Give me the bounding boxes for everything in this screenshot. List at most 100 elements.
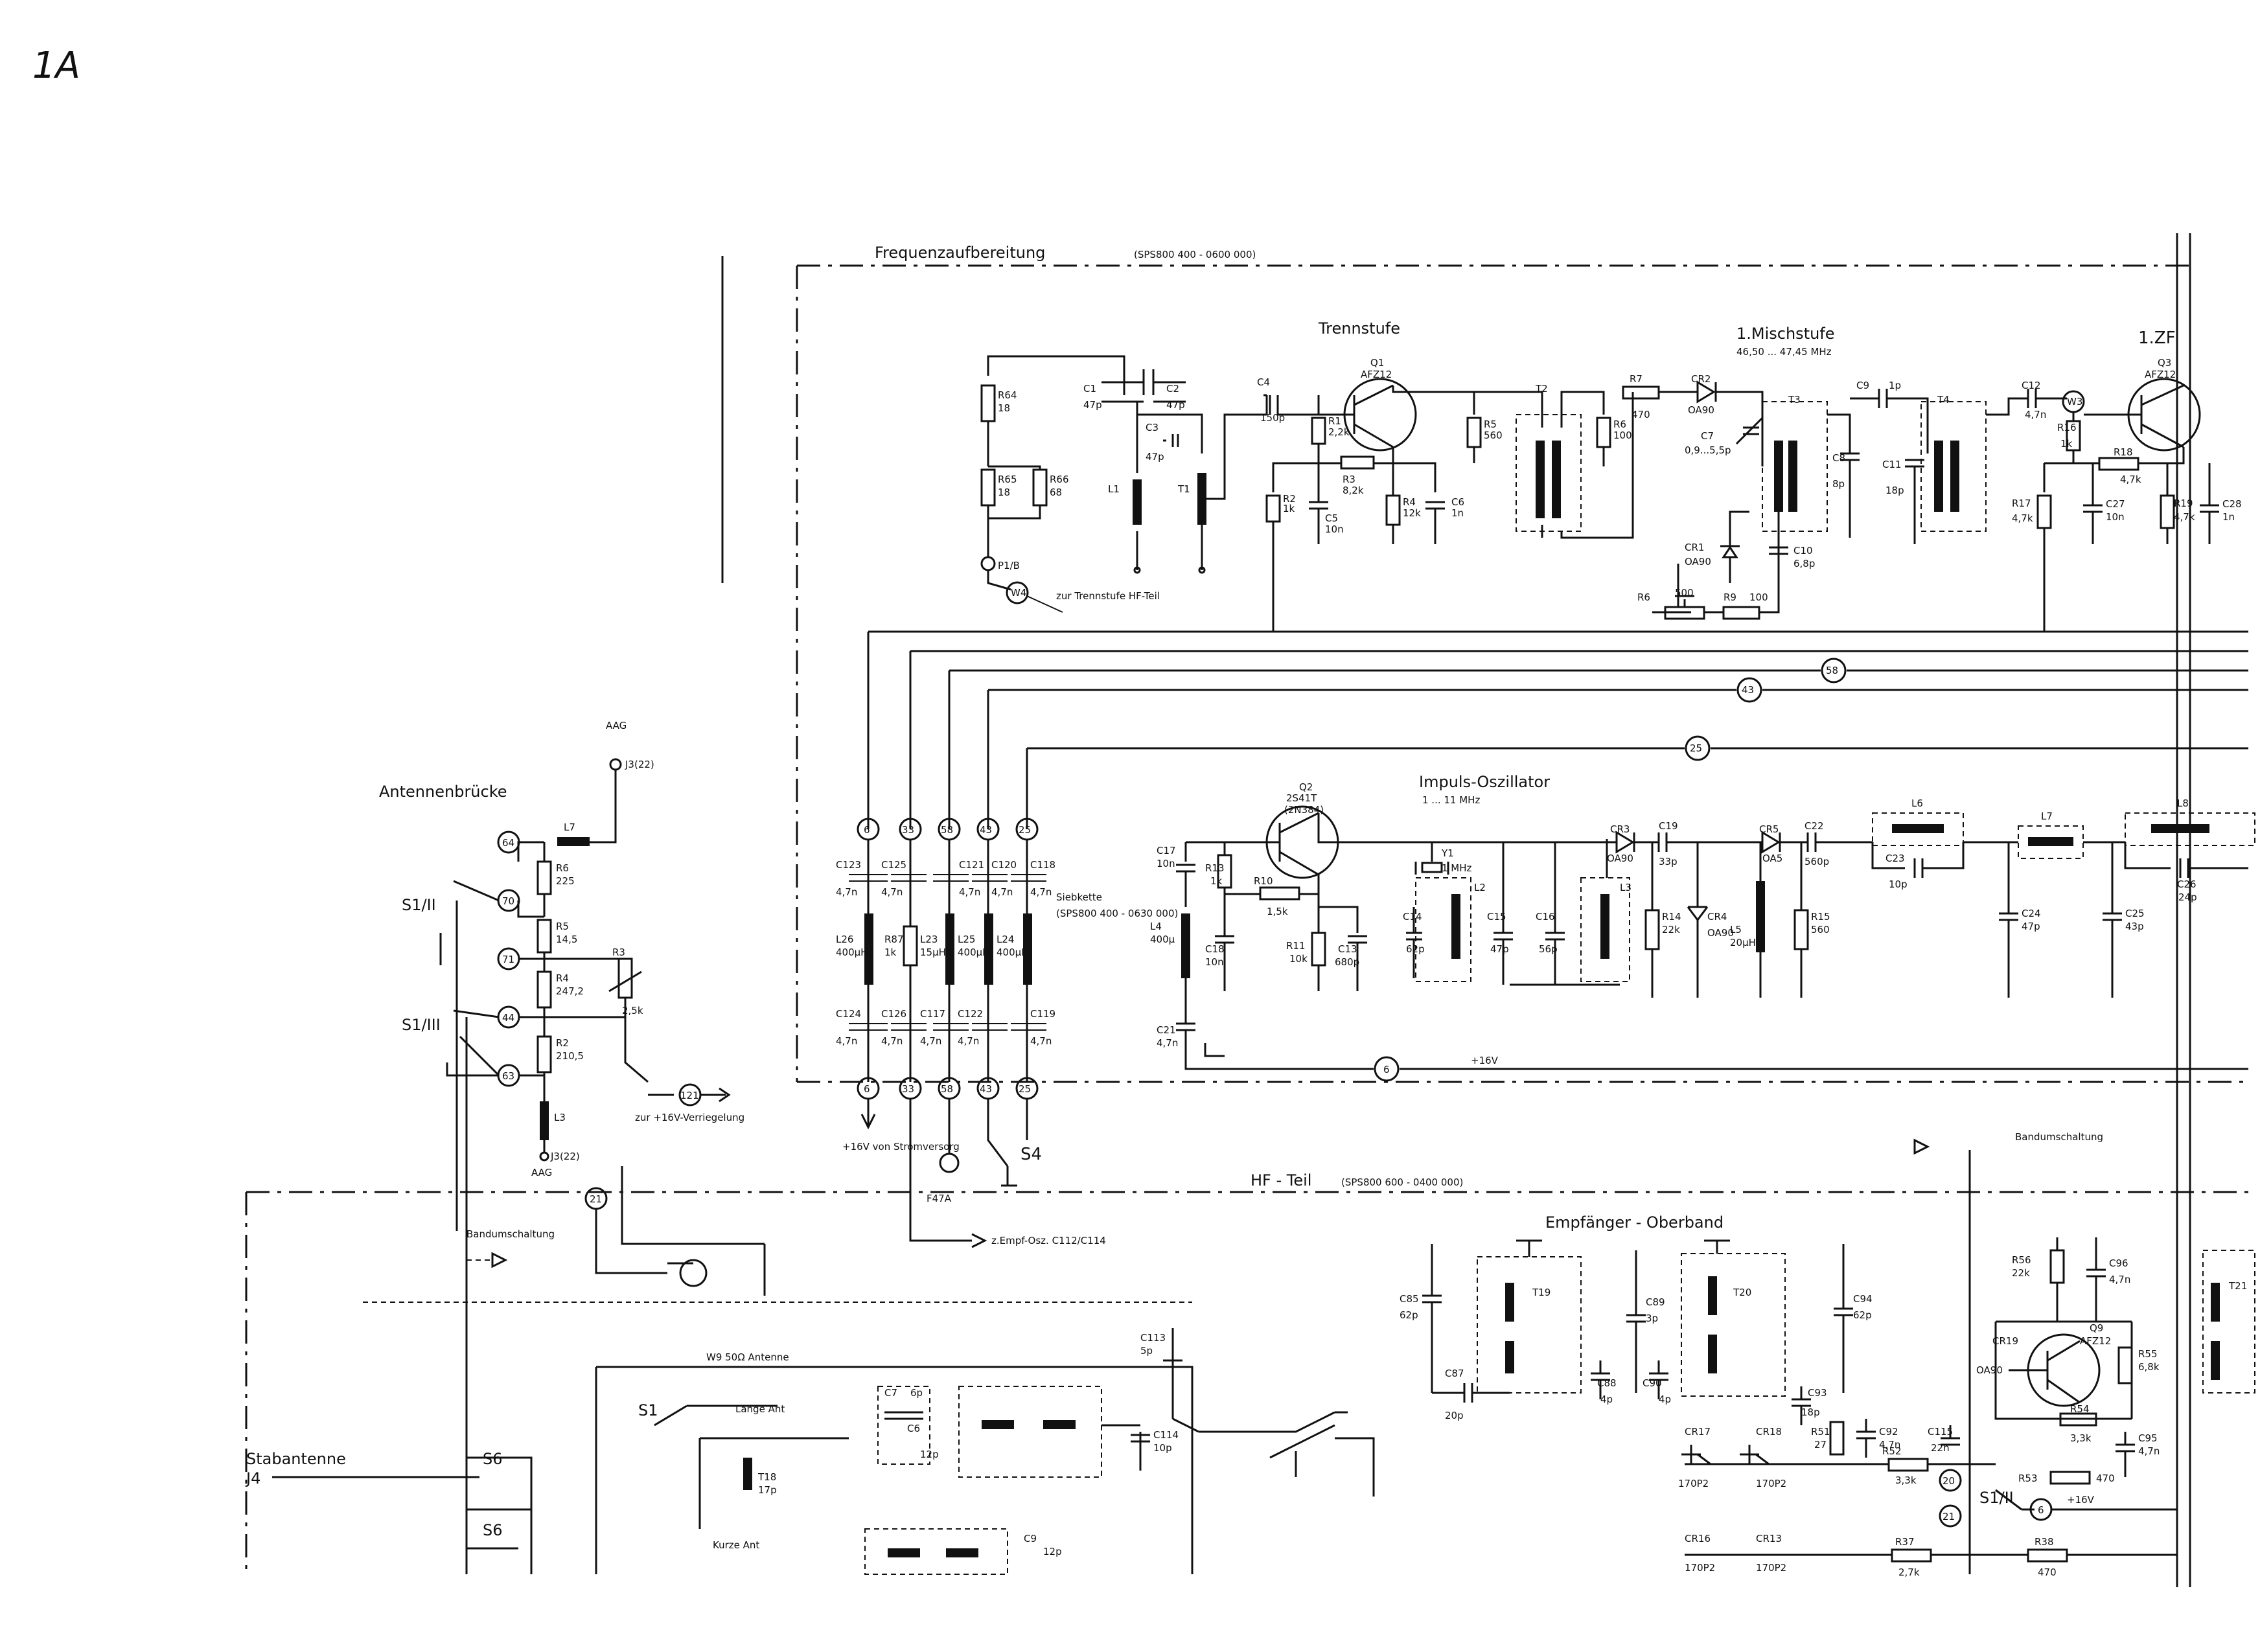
svg-text:C10: C10 <box>1793 545 1813 556</box>
inductor-l1: L1 <box>1108 483 1120 495</box>
svg-text:33: 33 <box>902 824 914 836</box>
svg-text:C96: C96 <box>2109 1257 2128 1269</box>
transformer-t2: T2 <box>1535 383 1548 395</box>
switch-s1-iii: S1/III <box>402 1016 441 1034</box>
svg-text:R14: R14 <box>1662 911 1681 923</box>
stabantenne-label: Stabantenne <box>246 1450 346 1468</box>
freq-section-code: (SPS800 400 - 0600 000) <box>1134 249 1256 260</box>
q3-type: AFZ12 <box>2145 369 2176 380</box>
svg-text:C113: C113 <box>1140 1332 1166 1344</box>
siebkette-filter: Siebkette (SPS800 400 - 0630 000) 6 33 5… <box>836 818 1178 1248</box>
svg-text:22k: 22k <box>2012 1267 2030 1279</box>
resistor-r11 <box>1311 932 1326 967</box>
resistor-r64 <box>980 384 996 422</box>
hf-section-title: HF - Teil <box>1251 1171 1311 1189</box>
svg-text:121: 121 <box>680 1090 699 1101</box>
svg-text:4,7n: 4,7n <box>958 1035 979 1047</box>
svg-text:C123: C123 <box>836 859 861 871</box>
svg-text:OA90: OA90 <box>1976 1364 2003 1376</box>
svg-text:58: 58 <box>941 1083 953 1095</box>
svg-text:1p: 1p <box>1889 380 1901 391</box>
transformer-t4: T4 <box>1937 394 1950 406</box>
svg-text:25: 25 <box>1690 742 1702 754</box>
svg-text:560: 560 <box>1484 430 1503 441</box>
svg-text:CR18: CR18 <box>1756 1426 1782 1438</box>
svg-text:L2: L2 <box>1474 882 1486 893</box>
transformer-t1: T1 <box>1177 483 1190 495</box>
svg-text:R10: R10 <box>1254 875 1273 887</box>
svg-text:R5: R5 <box>1484 419 1497 430</box>
svg-text:OA90: OA90 <box>1688 404 1714 416</box>
svg-text:47p: 47p <box>1146 451 1164 463</box>
svg-text:0,9...5,5p: 0,9...5,5p <box>1685 444 1731 456</box>
q2-type: 2S41T <box>1286 792 1317 804</box>
svg-text:R51: R51 <box>1811 1426 1830 1438</box>
inductor-l3-ant <box>540 1101 549 1140</box>
resistor-r37 <box>1891 1548 1932 1563</box>
impuls-freq: 1 ... 11 MHz <box>1422 794 1480 806</box>
svg-text:C120: C120 <box>991 859 1017 871</box>
svg-text:CR5: CR5 <box>1759 823 1779 835</box>
switch-s1ii-b: S1/II <box>1979 1489 2014 1507</box>
svg-text:22k: 22k <box>1662 924 1680 935</box>
svg-text:2,7k: 2,7k <box>1898 1566 1920 1578</box>
inductor-l7-ant <box>557 837 590 846</box>
svg-text:C90: C90 <box>1643 1377 1662 1389</box>
freq-section-title: Frequenzaufbereitung <box>875 244 1045 262</box>
svg-text:400µH: 400µH <box>997 946 1028 958</box>
svg-text:R15: R15 <box>1811 911 1830 923</box>
svg-text:17p: 17p <box>758 1484 777 1496</box>
svg-text:2,5k: 2,5k <box>622 1005 643 1016</box>
svg-text:15µH: 15µH <box>920 946 946 958</box>
svg-text:C18: C18 <box>1205 943 1225 955</box>
svg-text:CR4: CR4 <box>1707 911 1727 923</box>
svg-text:18p: 18p <box>1885 485 1904 496</box>
svg-text:CR17: CR17 <box>1685 1426 1711 1438</box>
svg-text:C16: C16 <box>1536 911 1555 923</box>
svg-text:C93: C93 <box>1808 1387 1827 1399</box>
hf-teil-frame: HF - Teil (SPS800 600 - 0400 000) Bandum… <box>245 1131 2248 1574</box>
inductor-l8 <box>2151 824 2209 833</box>
empf-osz-label: z.Empf-Osz. C112/C114 <box>991 1235 1106 1246</box>
svg-text:10p: 10p <box>1889 878 1908 890</box>
node-43 <box>1736 677 1762 703</box>
q2-alt: (2N384) <box>1284 804 1324 816</box>
resistor-r14 <box>1644 909 1660 950</box>
transformer-t20: T20 <box>1733 1287 1751 1298</box>
svg-text:33: 33 <box>902 1083 914 1095</box>
svg-text:C95: C95 <box>2138 1432 2158 1444</box>
svg-text:68: 68 <box>1050 487 1062 498</box>
svg-text:170P2: 170P2 <box>1685 1562 1715 1574</box>
svg-text:R7: R7 <box>1630 373 1643 385</box>
bandumschaltung-right: Bandumschaltung <box>2015 1131 2103 1143</box>
svg-text:22n: 22n <box>1931 1442 1950 1454</box>
q9-label: Q9 <box>2090 1322 2103 1334</box>
w9-label: W9 50Ω Antenne <box>706 1351 789 1363</box>
svg-text:C25: C25 <box>2125 908 2145 919</box>
svg-text:J3(22): J3(22) <box>625 759 654 770</box>
svg-text:4,7n: 4,7n <box>2138 1445 2160 1457</box>
svg-text:10p: 10p <box>1153 1442 1172 1454</box>
svg-text:44: 44 <box>502 1012 514 1024</box>
svg-text:R3: R3 <box>612 946 625 958</box>
svg-text:4,7k: 4,7k <box>2174 511 2195 523</box>
svg-text:C27: C27 <box>2106 498 2125 510</box>
svg-text:L7: L7 <box>2041 810 2053 822</box>
svg-text:OA90: OA90 <box>1685 556 1711 568</box>
svg-text:6: 6 <box>864 824 870 836</box>
resistor-r66 <box>1032 468 1048 507</box>
svg-text:R1: R1 <box>1328 415 1341 427</box>
svg-text:R6: R6 <box>1613 419 1626 430</box>
verriegelung-label: zur +16V-Verriegelung <box>635 1112 744 1123</box>
svg-text:L6: L6 <box>1911 797 1923 809</box>
svg-text:C24: C24 <box>2022 908 2041 919</box>
resistor-r3 <box>1340 455 1375 470</box>
svg-text:C11: C11 <box>1882 459 1902 470</box>
svg-text:R53: R53 <box>2018 1473 2038 1484</box>
connector-j4-label: J4 <box>245 1469 260 1487</box>
svg-text:R37: R37 <box>1895 1536 1915 1548</box>
svg-text:R66: R66 <box>1050 474 1069 485</box>
svg-text:247,2: 247,2 <box>556 985 584 997</box>
svg-text:L23: L23 <box>920 934 938 945</box>
